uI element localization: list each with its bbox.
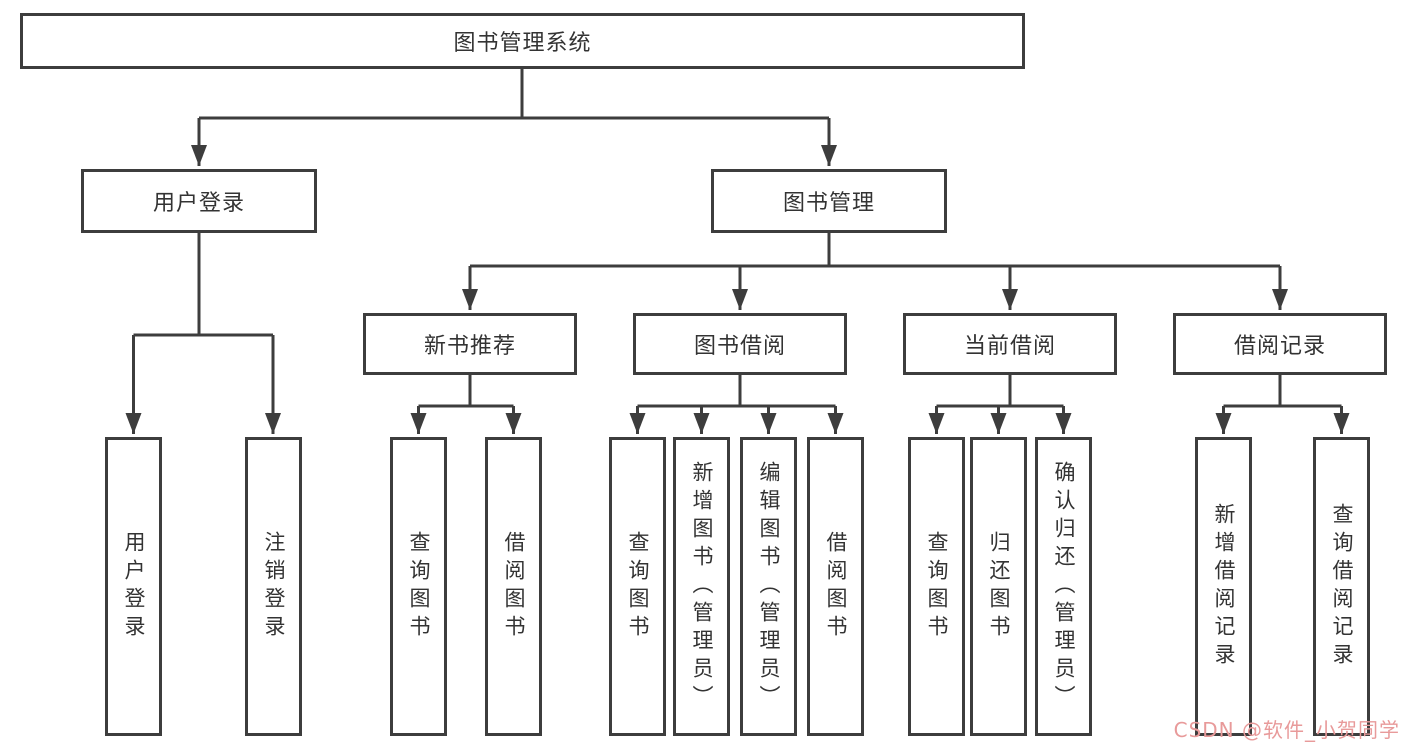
leaf-query-books-borrowing-label: 查询图书 <box>626 530 650 643</box>
node-new-book-recommend: 新书推荐 <box>363 313 577 375</box>
leaf-query-books-borrowing: 查询图书 <box>609 437 666 736</box>
leaf-add-borrow-record: 新增借阅记录 <box>1195 437 1252 736</box>
leaf-confirm-return-admin: 确认归还（管理员） <box>1035 437 1092 736</box>
node-current-borrowing: 当前借阅 <box>903 313 1117 375</box>
leaf-logout: 注销登录 <box>245 437 302 736</box>
leaf-logout-label: 注销登录 <box>262 530 286 643</box>
leaf-return-books: 归还图书 <box>970 437 1027 736</box>
leaf-query-books-recommend: 查询图书 <box>390 437 447 736</box>
leaf-query-borrow-record: 查询借阅记录 <box>1313 437 1370 736</box>
node-book-borrowing: 图书借阅 <box>633 313 847 375</box>
leaf-user-login: 用户登录 <box>105 437 162 736</box>
node-borrowing-records-label: 借阅记录 <box>1233 334 1326 359</box>
node-user-login: 用户登录 <box>81 169 317 233</box>
node-book-borrowing-label: 图书借阅 <box>693 334 786 359</box>
leaf-query-books-recommend-label: 查询图书 <box>407 530 431 643</box>
leaf-confirm-return-admin-label: 确认归还（管理员） <box>1052 460 1076 713</box>
leaf-user-login-label: 用户登录 <box>122 530 146 643</box>
leaf-query-borrow-record-label: 查询借阅记录 <box>1330 502 1354 671</box>
node-current-borrowing-label: 当前借阅 <box>963 334 1056 359</box>
leaf-borrow-books-label: 借阅图书 <box>824 530 848 643</box>
node-user-login-label: 用户登录 <box>152 191 245 216</box>
node-book-management: 图书管理 <box>711 169 947 233</box>
node-new-book-recommend-label: 新书推荐 <box>423 334 516 359</box>
node-book-management-label: 图书管理 <box>782 191 875 216</box>
leaf-return-books-label: 归还图书 <box>987 530 1011 643</box>
leaf-add-borrow-record-label: 新增借阅记录 <box>1212 502 1236 671</box>
leaf-query-books-current: 查询图书 <box>908 437 965 736</box>
node-root: 图书管理系统 <box>20 13 1025 69</box>
leaf-borrow-books: 借阅图书 <box>807 437 864 736</box>
node-borrowing-records: 借阅记录 <box>1173 313 1387 375</box>
leaf-edit-books-admin-label: 编辑图书（管理员） <box>757 460 781 713</box>
node-root-label: 图书管理系统 <box>453 31 592 56</box>
leaf-borrow-books-recommend-label: 借阅图书 <box>502 530 526 643</box>
leaf-borrow-books-recommend: 借阅图书 <box>485 437 542 736</box>
leaf-add-books-admin-label: 新增图书（管理员） <box>690 460 714 713</box>
leaf-query-books-current-label: 查询图书 <box>925 530 949 643</box>
leaf-edit-books-admin: 编辑图书（管理员） <box>740 437 797 736</box>
leaf-add-books-admin: 新增图书（管理员） <box>673 437 730 736</box>
